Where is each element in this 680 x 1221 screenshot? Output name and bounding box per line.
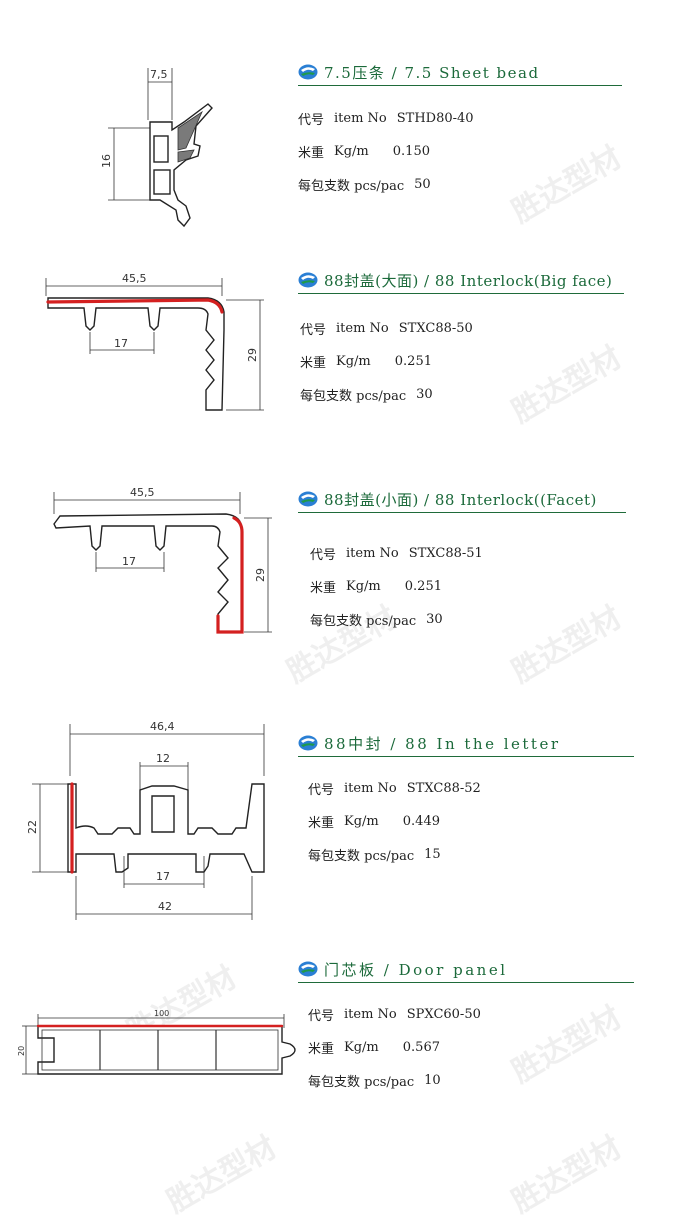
door-panel-profile [37, 1025, 296, 1075]
profile-drawing: 100 20 [10, 1006, 300, 1086]
product-specs: 代号 item No STXC88-52 米重 Kg/m 0.449 每包支数 pcs/… [308, 772, 491, 871]
product-specs: 代号 item No STXC88-50 米重 Kg/m 0.251 每包支数 pcs/… [300, 312, 483, 411]
profile-drawing: 45,5 17 29 [46, 484, 276, 644]
watermark: 胜达型材 [506, 139, 628, 231]
weight-label-cn: 米重 [300, 356, 327, 371]
watermark: 胜达型材 [506, 999, 628, 1091]
pack-value: 15 [424, 847, 441, 862]
product-title: 88中封 / 88 In the letter [324, 734, 561, 753]
pack-value: 10 [424, 1073, 441, 1088]
product-title: 88封盖(小面) / 88 Interlock((Facet) [324, 490, 597, 509]
weight-label-en: Kg/m [336, 354, 371, 369]
profile-drawing: 45,5 17 29 [38, 270, 268, 420]
dim-bottom-inner: 17 [156, 870, 170, 883]
dim-width: 45,5 [122, 272, 147, 285]
interlock-profile [53, 513, 243, 633]
weight-label-cn: 米重 [308, 816, 335, 831]
pack-value: 30 [426, 612, 443, 627]
dim-width: 46,4 [150, 720, 175, 733]
red-seal-strip [46, 298, 224, 314]
product-title-row: 88封盖(小面) / 88 Interlock((Facet) [298, 489, 626, 513]
code-label-cn: 代号 [308, 1009, 335, 1024]
product-specs: 代号 item No STXC88-51 米重 Kg/m 0.251 每包支数 pcs/… [310, 537, 493, 636]
interlock-profile [47, 297, 225, 411]
sheet-bead-profile [149, 103, 213, 228]
dim-height: 29 [246, 348, 259, 362]
product-title-row: 88中封 / 88 In the letter [298, 733, 634, 757]
product-title: 门芯板 / Door panel [324, 960, 508, 979]
weight-label-cn: 米重 [298, 146, 325, 161]
product-specs: 代号 item No SPXC60-50 米重 Kg/m 0.567 每包支数 pcs/… [308, 998, 491, 1097]
watermark: 胜达型材 [161, 1129, 283, 1221]
weight-value: 0.150 [392, 144, 430, 159]
shengda-s-logo-icon [298, 735, 318, 751]
code-label-en: item No [344, 781, 397, 796]
weight-value: 0.567 [402, 1040, 440, 1055]
dim-height: 22 [26, 820, 39, 834]
watermark: 胜达型材 [506, 339, 628, 431]
watermark: 胜达型材 [506, 1129, 628, 1221]
profile-drawing: 7,5 16 [90, 60, 230, 240]
item-code: STXC88-51 [408, 546, 483, 561]
code-label-en: item No [334, 111, 387, 126]
dim-height: 20 [17, 1046, 26, 1056]
dim-inner: 17 [114, 337, 128, 350]
pack-label: 每包支数 pcs/pac [300, 389, 407, 404]
weight-label-en: Kg/m [344, 1040, 379, 1055]
code-label-cn: 代号 [310, 548, 337, 563]
shengda-s-logo-icon [298, 64, 318, 80]
dim-base: 42 [158, 900, 172, 913]
code-label-cn: 代号 [300, 323, 327, 338]
weight-value: 0.251 [394, 354, 432, 369]
product-title-row: 门芯板 / Door panel [298, 959, 634, 983]
code-label-en: item No [336, 321, 389, 336]
item-code: SPXC60-50 [406, 1007, 481, 1022]
weight-label-cn: 米重 [310, 581, 337, 596]
dim-height: 16 [100, 154, 113, 168]
dim-height: 29 [254, 568, 267, 582]
shengda-s-logo-icon [298, 491, 318, 507]
pack-label: 每包支数 pcs/pac [310, 614, 417, 629]
profile-drawing: 46,4 12 22 17 42 [24, 716, 274, 926]
weight-label-cn: 米重 [308, 1042, 335, 1057]
red-seal-strip [216, 516, 244, 634]
product-title-row: 7.5压条 / 7.5 Sheet bead [298, 62, 622, 86]
shengda-s-logo-icon [298, 961, 318, 977]
item-code: STHD80-40 [396, 111, 474, 126]
pack-label: 每包支数 pcs/pac [308, 849, 415, 864]
pack-label: 每包支数 pcs/pac [308, 1075, 415, 1090]
item-code: STXC88-52 [406, 781, 481, 796]
pack-value: 50 [414, 177, 431, 192]
pack-value: 30 [416, 387, 433, 402]
pack-label: 每包支数 pcs/pac [298, 179, 405, 194]
weight-label-en: Kg/m [344, 814, 379, 829]
dim-top-inner: 12 [156, 752, 170, 765]
code-label-en: item No [344, 1007, 397, 1022]
code-label-cn: 代号 [308, 783, 335, 798]
item-code: STXC88-50 [398, 321, 473, 336]
weight-value: 0.251 [404, 579, 442, 594]
weight-value: 0.449 [402, 814, 440, 829]
product-title-row: 88封盖(大面) / 88 Interlock(Big face) [298, 270, 624, 294]
dim-inner: 17 [122, 555, 136, 568]
shengda-s-logo-icon [298, 272, 318, 288]
weight-label-en: Kg/m [334, 144, 369, 159]
product-specs: 代号 item No STHD80-40 米重 Kg/m 0.150 每包支数 pcs/… [298, 102, 484, 201]
product-title: 88封盖(大面) / 88 Interlock(Big face) [324, 271, 613, 290]
code-label-en: item No [346, 546, 399, 561]
watermark: 胜达型材 [506, 599, 628, 691]
dim-width: 100 [154, 1009, 169, 1018]
weight-label-en: Kg/m [346, 579, 381, 594]
dim-width: 7,5 [150, 68, 168, 81]
product-title: 7.5压条 / 7.5 Sheet bead [324, 63, 540, 82]
dim-width: 45,5 [130, 486, 155, 499]
code-label-cn: 代号 [298, 113, 325, 128]
